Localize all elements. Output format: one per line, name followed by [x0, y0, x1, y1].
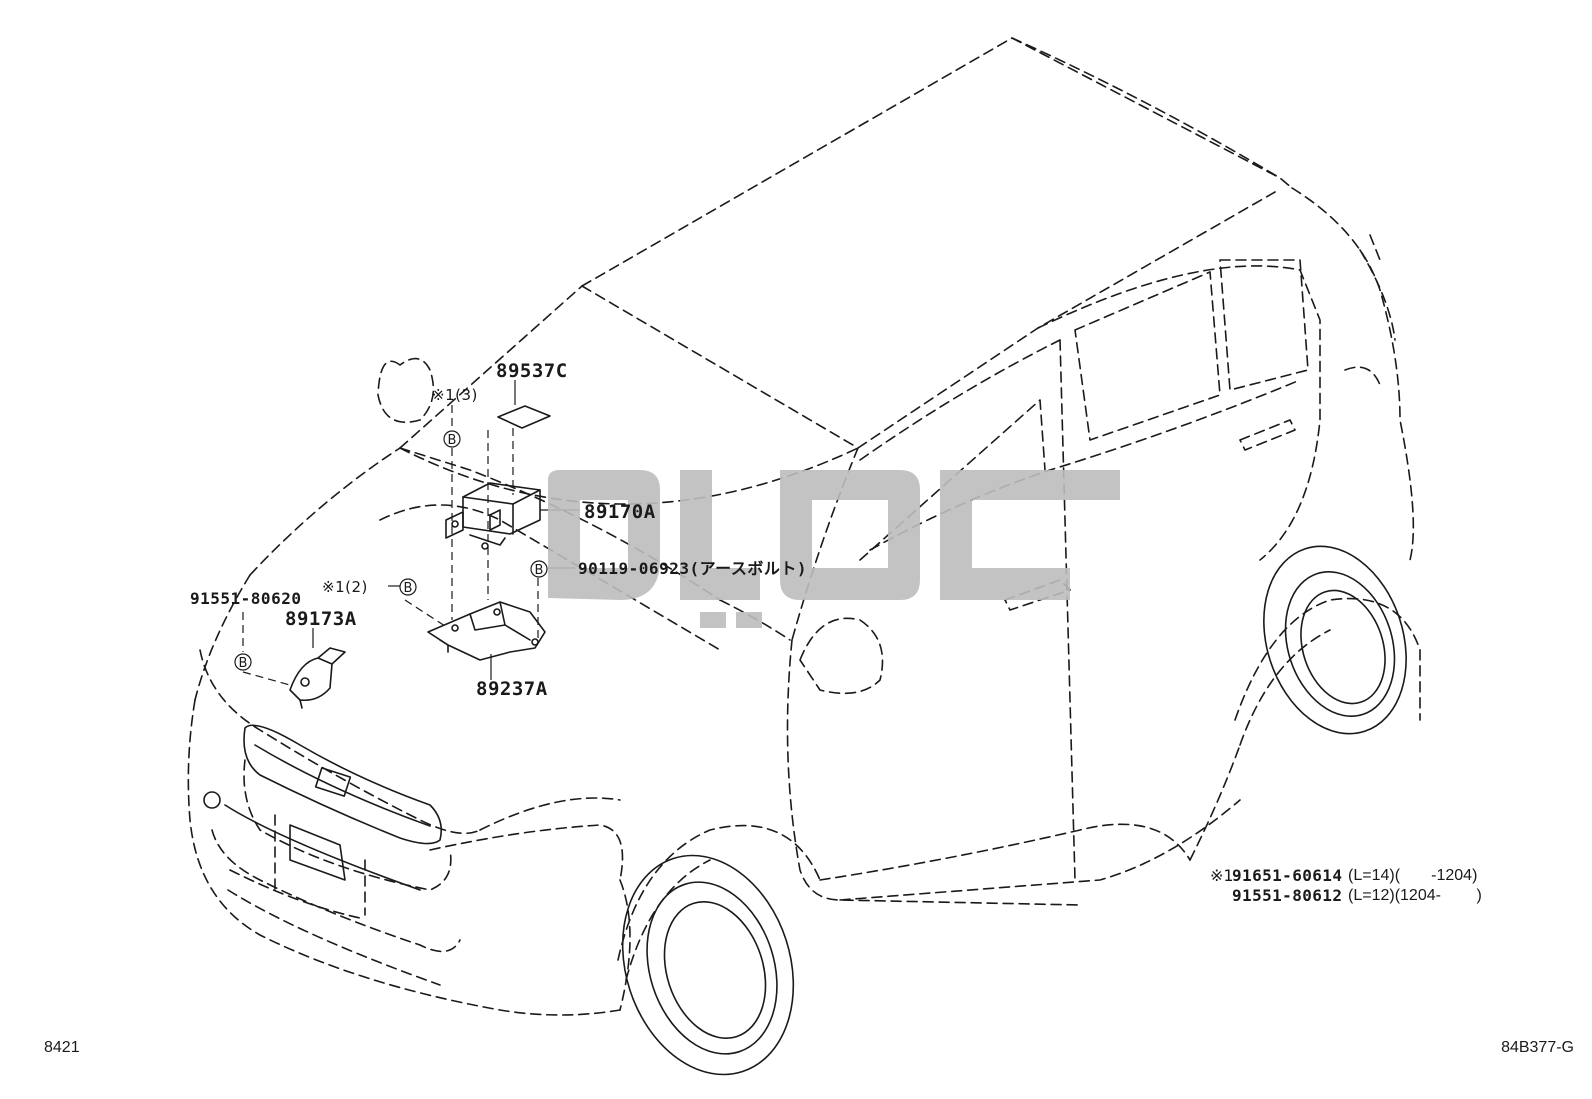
bolt-marker-b-4: B	[234, 653, 252, 671]
footnote-marker: ※1	[1210, 866, 1234, 885]
footnote-detail-2: (L=12)(1204- )	[1348, 887, 1482, 904]
bolt-marker-b-3: B	[399, 578, 417, 596]
part-label-91551-80620[interactable]: 91551-80620	[190, 589, 302, 608]
assembly-dashes	[242, 405, 539, 686]
page-code: 8421	[44, 1039, 80, 1056]
ecu-bracket	[427, 601, 546, 661]
bolt-marker-b-2: B	[530, 560, 548, 578]
front-grille	[203, 724, 443, 891]
diagram-code: 84B377-G	[1501, 1039, 1574, 1056]
front-wheel	[621, 854, 795, 1076]
svg-text:B: B	[239, 656, 248, 671]
footnote-detail-1: (L=14)( -1204)	[1348, 867, 1478, 884]
part-label-89170A[interactable]: 89170A	[584, 501, 656, 523]
part-label-89237A[interactable]: 89237A	[476, 678, 548, 700]
reference-star1-3: ※1(3)	[432, 386, 478, 404]
part-label-89173A[interactable]: 89173A	[285, 608, 357, 630]
reference-star1-2: ※1(2)	[322, 578, 368, 596]
svg-text:B: B	[448, 433, 457, 448]
bolt-markers: B B B B	[234, 430, 548, 671]
watermark-logo	[548, 470, 1120, 628]
svg-text:B: B	[404, 581, 413, 596]
part-label-90119-06923[interactable]: 90119-06923(アースボルト)	[578, 559, 807, 578]
ecu-module	[445, 482, 541, 550]
rear-wheel	[1263, 545, 1407, 735]
footnote-part-2[interactable]: 91551-80612	[1232, 886, 1343, 905]
svg-text:B: B	[535, 563, 544, 578]
part-label-89537C[interactable]: 89537C	[496, 360, 568, 382]
footnote-part-1[interactable]: 91651-60614	[1232, 866, 1343, 885]
car-body-outline	[187, 37, 1421, 1016]
bolt-marker-b-1: B	[443, 430, 461, 448]
caution-label	[497, 405, 551, 429]
impact-sensor	[289, 647, 346, 709]
